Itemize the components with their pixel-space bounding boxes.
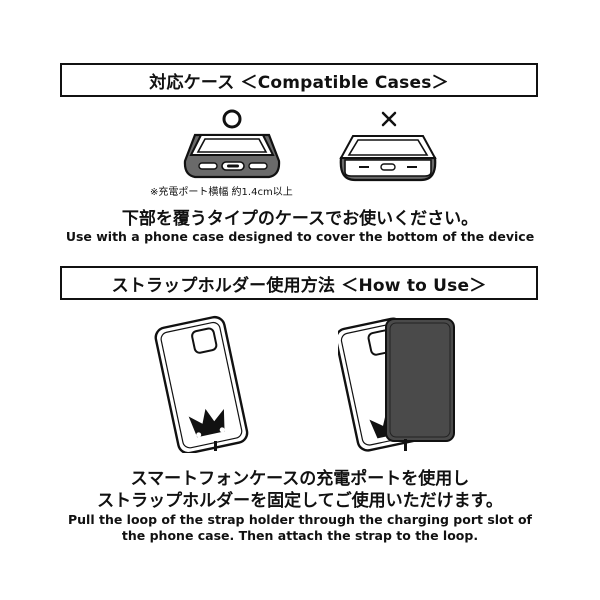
compatible-cases-header-text: 対応ケース ＜Compatible Cases＞: [149, 72, 449, 93]
compatible-description-jp: 下部を覆うタイプのケースでお使いください。: [121, 209, 479, 229]
step-phone-inserted-illustration: [338, 317, 455, 452]
incompatible-case-illustration: [339, 135, 437, 182]
how-to-use-header-text: ストラップホルダー使用方法 ＜How to Use＞: [111, 275, 487, 296]
how-to-description-en-2: the phone case. Then attach the strap to…: [121, 528, 479, 543]
compatible-cases-header: 対応ケース ＜Compatible Cases＞: [60, 63, 538, 97]
ok-mark-icon: [222, 109, 242, 129]
how-to-description-jp-1: スマートフォンケースの充電ポートを使用し: [130, 469, 470, 489]
how-to-description-en-1: Pull the loop of the strap holder throug…: [67, 512, 532, 527]
compatible-description-en: Use with a phone case designed to cover …: [65, 229, 535, 244]
compatible-case-illustration: [183, 133, 281, 179]
how-to-use-header: ストラップホルダー使用方法 ＜How to Use＞: [60, 266, 538, 300]
charging-port-width-note: ※充電ポート横幅 約1.4cm以上: [150, 187, 293, 198]
ng-mark-icon: [381, 111, 397, 127]
step-case-with-holder-illustration: [154, 315, 249, 453]
how-to-description-jp-2: ストラップホルダーを固定してご使用いただけます。: [97, 491, 503, 511]
